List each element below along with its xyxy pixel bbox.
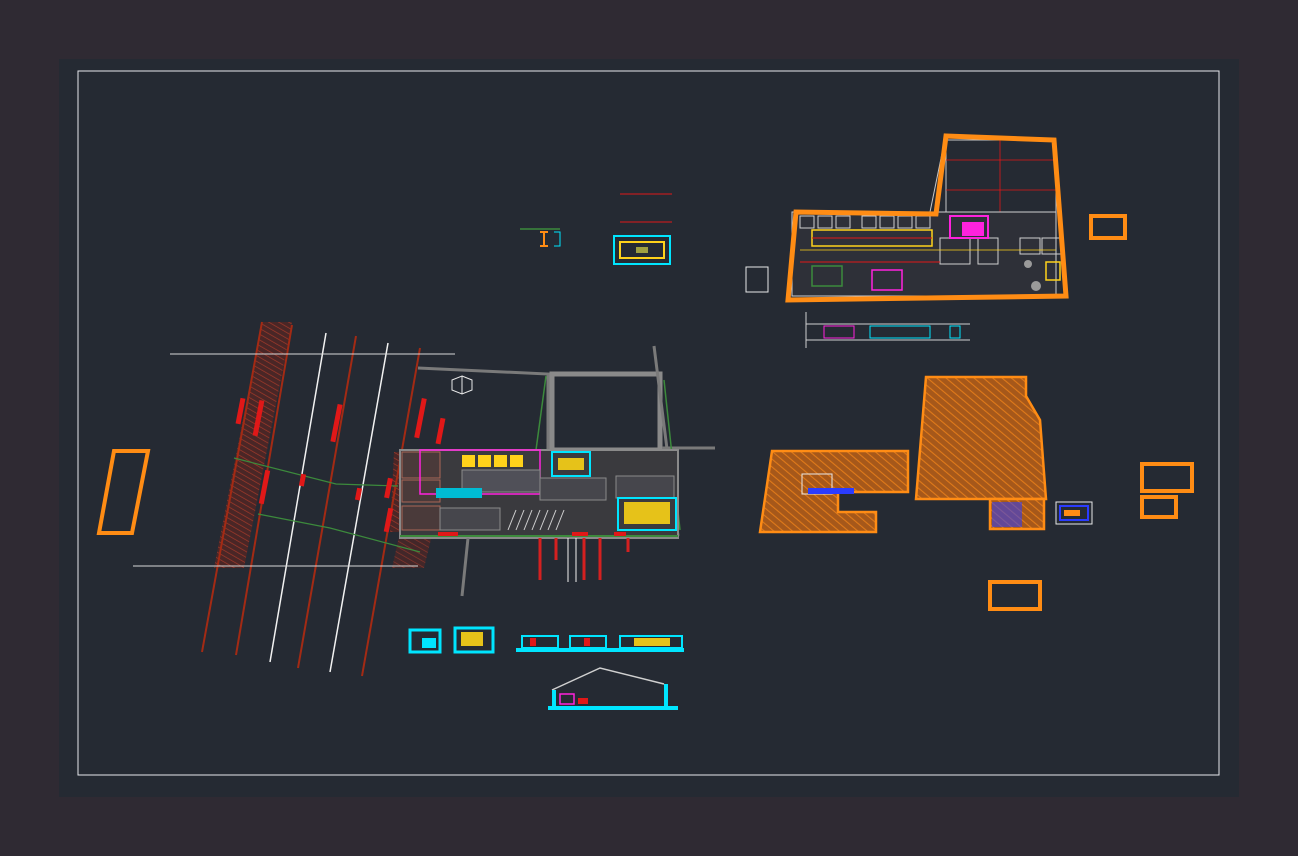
outline-rectangle bbox=[1140, 495, 1178, 519]
boundary-wall bbox=[460, 537, 470, 597]
site-plan bbox=[399, 345, 715, 597]
green-room bbox=[811, 265, 843, 287]
detail-box bbox=[1059, 505, 1089, 521]
section-box bbox=[422, 638, 436, 648]
gray-room bbox=[539, 477, 607, 501]
tree bbox=[1031, 281, 1041, 291]
detail-rectangle bbox=[619, 241, 665, 259]
sections bbox=[408, 626, 684, 710]
elevation-mark bbox=[869, 325, 931, 339]
blue-box bbox=[992, 502, 1022, 527]
outline-rectangle bbox=[96, 449, 151, 535]
elevation-fill bbox=[584, 638, 590, 646]
gray-room bbox=[439, 507, 501, 531]
yellow-rooms bbox=[462, 455, 523, 467]
property-line bbox=[233, 457, 399, 487]
elevation-block bbox=[521, 635, 559, 649]
detail-box bbox=[808, 488, 854, 494]
road-axis-line bbox=[329, 342, 389, 673]
section-detail bbox=[559, 693, 575, 705]
detail-box bbox=[1055, 501, 1093, 525]
cyan-pool bbox=[436, 488, 482, 498]
cyan-room bbox=[551, 451, 591, 477]
elevation-mark bbox=[823, 325, 855, 339]
road-axis-line bbox=[269, 332, 327, 663]
room bbox=[401, 505, 441, 531]
section-base bbox=[548, 706, 678, 710]
white-posts bbox=[567, 538, 577, 582]
elevation-fill bbox=[530, 638, 536, 646]
red-marker bbox=[572, 532, 588, 536]
plan-outline bbox=[785, 133, 1069, 303]
elevation-block bbox=[569, 635, 607, 649]
road-edge-line bbox=[297, 335, 357, 669]
red-marker bbox=[614, 532, 626, 536]
sheet-frame bbox=[77, 70, 1220, 776]
elevation-fill bbox=[634, 638, 670, 646]
outline-rectangle bbox=[1140, 462, 1194, 493]
detail-small bbox=[520, 193, 672, 265]
magenta-block-fill bbox=[962, 222, 984, 236]
property-line bbox=[257, 513, 421, 553]
section-box bbox=[453, 626, 495, 654]
section-box bbox=[408, 628, 442, 654]
detail-rectangle bbox=[613, 235, 671, 265]
tree bbox=[1024, 260, 1032, 268]
north-arrow-icon bbox=[451, 375, 473, 395]
section-roof bbox=[551, 667, 665, 691]
floor-plan bbox=[745, 133, 1127, 348]
outline-rectangle bbox=[988, 580, 1042, 611]
blank-frame bbox=[745, 266, 769, 293]
red-markers bbox=[235, 397, 446, 533]
yellow-room bbox=[624, 502, 670, 524]
cyan-room bbox=[617, 497, 677, 531]
gray-room bbox=[615, 475, 675, 499]
room bbox=[401, 479, 441, 503]
detail-line bbox=[554, 231, 561, 247]
yellow-room bbox=[558, 458, 584, 470]
section-wall bbox=[552, 690, 556, 708]
stair-lines bbox=[507, 509, 565, 531]
section-box bbox=[461, 632, 483, 646]
red-marker bbox=[438, 532, 458, 536]
elevation-block bbox=[619, 635, 683, 649]
magenta-block bbox=[949, 215, 989, 239]
road-hatch-strip bbox=[214, 322, 292, 568]
red-posts bbox=[538, 538, 630, 580]
section-detail bbox=[578, 698, 588, 704]
hatched-zone-right bbox=[914, 375, 1048, 501]
outline-rectangle bbox=[1089, 214, 1127, 240]
green-edge bbox=[535, 375, 547, 451]
elevation-mark bbox=[949, 325, 961, 339]
model-space bbox=[59, 59, 1239, 797]
hatched-zones bbox=[758, 375, 1194, 611]
elevation-base bbox=[516, 648, 684, 652]
room bbox=[401, 451, 441, 479]
magenta-room bbox=[871, 269, 903, 291]
section-wall bbox=[664, 684, 668, 708]
yellow-room bbox=[1045, 261, 1061, 281]
detail-core bbox=[636, 247, 648, 253]
detail-box-fill bbox=[1064, 510, 1080, 516]
road-edge-line bbox=[201, 321, 263, 653]
boundary-wall bbox=[417, 366, 550, 452]
